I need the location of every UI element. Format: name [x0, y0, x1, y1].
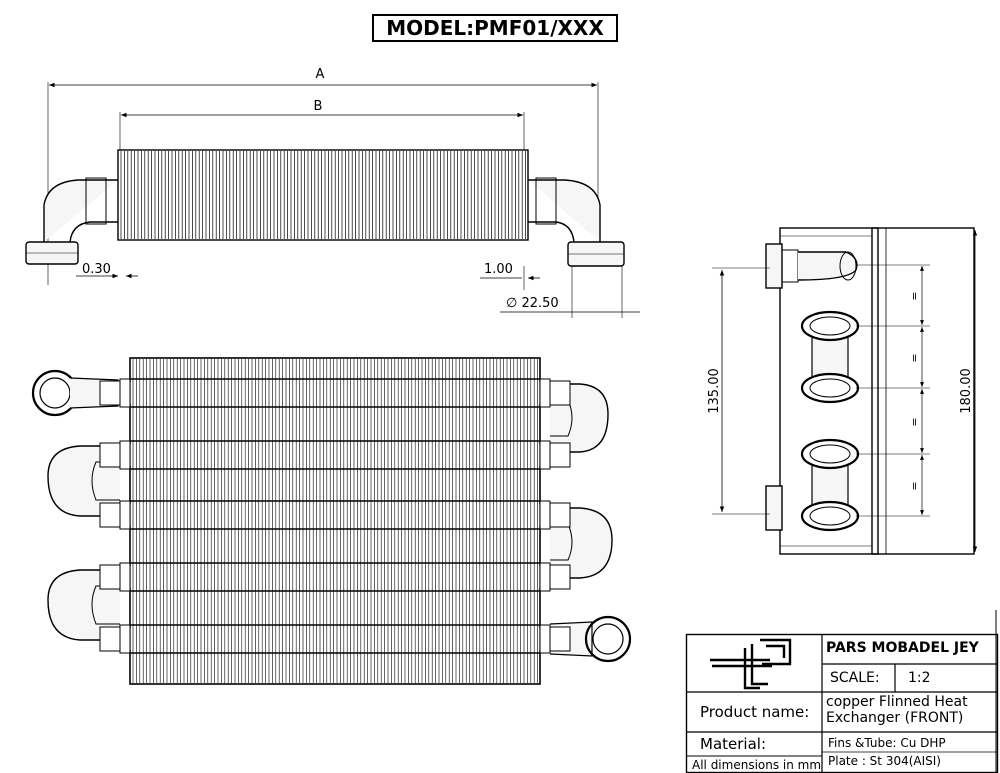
- equal-label-1: =: [908, 291, 921, 300]
- left-nut: [85, 177, 107, 225]
- top-fin-body: [117, 149, 529, 241]
- product-value-line1: copper Flinned Heat: [826, 695, 968, 710]
- left-elbow: [43, 179, 118, 242]
- dim-left-gap-label: 0.30: [82, 262, 111, 277]
- dim-right-gap-label: 1.00: [484, 262, 513, 277]
- front-tubes: [130, 378, 540, 654]
- material-value: Fins &Tube: Cu DHP: [828, 736, 946, 750]
- material-label: Material:: [700, 735, 766, 753]
- top-fins: [120, 151, 526, 239]
- model-title: MODEL:PMF01/XXX: [386, 16, 604, 40]
- left-elbow-inner: [69, 221, 118, 243]
- top-view: [25, 82, 640, 318]
- company-logo: [710, 638, 792, 690]
- company-name: PARS MOBADEL JEY: [826, 640, 979, 656]
- title-block: PARS MOBADEL JEY SCALE: 1:2 Product name…: [686, 634, 998, 773]
- product-value-line2: Exchanger (FRONT): [826, 711, 964, 726]
- dim-a-label: A: [316, 67, 325, 82]
- dims-label: All dimensions in mm: [692, 758, 822, 772]
- equal-label-2: =: [908, 353, 921, 362]
- dim-135-label: 135.00: [707, 368, 722, 414]
- right-elbow-inner: [528, 221, 575, 243]
- equal-label-4: =: [908, 481, 921, 490]
- plate-value: Plate : St 304(AISI): [828, 754, 941, 768]
- right-elbow: [528, 179, 601, 242]
- front-view: [31, 357, 632, 685]
- product-label: Product name:: [700, 703, 810, 721]
- side-plate: [779, 227, 879, 555]
- scale-label: SCALE:: [830, 670, 880, 686]
- equal-label-3: =: [908, 417, 921, 426]
- right-nut: [535, 177, 557, 225]
- right-outlet-ring: [584, 615, 632, 663]
- dim-diameter-label: ∅ 22.50: [506, 296, 559, 311]
- dim-b-label: B: [314, 99, 323, 114]
- model-title-box: MODEL:PMF01/XXX: [372, 14, 618, 42]
- dim-180-label: 180.00: [959, 368, 974, 414]
- scale-value: 1:2: [908, 670, 931, 686]
- side-view: [712, 227, 978, 555]
